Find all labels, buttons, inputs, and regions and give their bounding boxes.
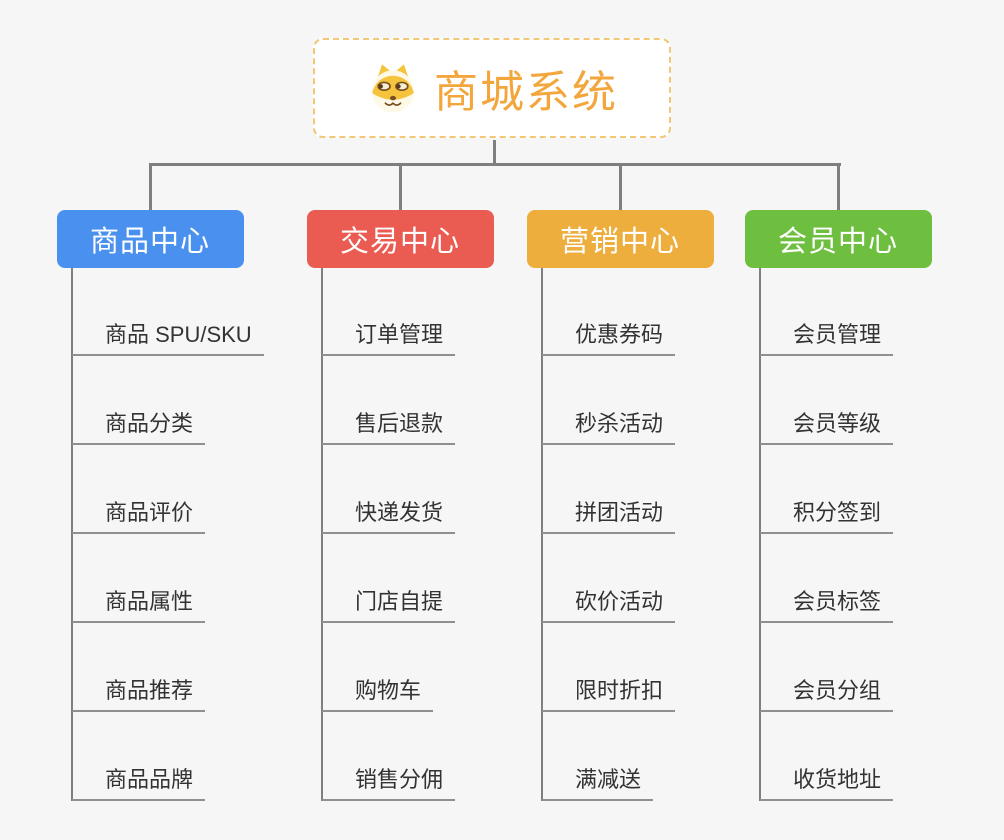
child-topic[interactable]: 商品属性 (72, 585, 206, 623)
child-topic[interactable]: 优惠券码 (542, 318, 676, 356)
connector-child-spine (321, 268, 323, 801)
child-topic[interactable]: 门店自提 (322, 585, 456, 623)
child-topic[interactable]: 会员等级 (760, 407, 894, 445)
root-topic-label: 商城系统 (434, 68, 618, 117)
dog-face-icon (366, 61, 420, 115)
connector-branch-drop (618, 163, 622, 210)
connector-branch-drop (836, 163, 840, 210)
branch-topic[interactable]: 交易中心 (306, 210, 494, 268)
connector-child-spine (71, 268, 73, 801)
child-topic[interactable]: 销售分佣 (322, 763, 456, 801)
child-topic[interactable]: 商品分类 (72, 407, 206, 445)
connector-root-drop (492, 140, 496, 166)
child-topic[interactable]: 会员分组 (760, 674, 894, 712)
child-topic[interactable]: 积分签到 (760, 496, 894, 534)
child-topic[interactable]: 售后退款 (322, 407, 456, 445)
branch-topic[interactable]: 会员中心 (744, 210, 932, 268)
connector-child-spine (541, 268, 543, 801)
child-topic[interactable]: 商品品牌 (72, 763, 206, 801)
child-topic[interactable]: 商品推荐 (72, 674, 206, 712)
branch-topic-label: 营销中心 (559, 226, 680, 258)
branch-topic-label: 会员中心 (777, 226, 898, 258)
child-topic[interactable]: 拼团活动 (542, 496, 676, 534)
child-topic[interactable]: 满减送 (542, 763, 654, 801)
connector-child-spine (759, 268, 761, 801)
child-topic[interactable]: 商品评价 (72, 496, 206, 534)
child-topic[interactable]: 快递发货 (322, 496, 456, 534)
connector-bus (150, 163, 841, 166)
branch-topic-label: 商品中心 (89, 226, 210, 258)
branch-topic[interactable]: 商品中心 (56, 210, 244, 268)
child-topic[interactable]: 订单管理 (322, 318, 456, 356)
root-topic[interactable]: 商城系统 (313, 38, 671, 138)
child-topic[interactable]: 限时折扣 (542, 674, 676, 712)
child-topic[interactable]: 秒杀活动 (542, 407, 676, 445)
branch-topic-label: 交易中心 (339, 226, 460, 258)
child-topic[interactable]: 会员管理 (760, 318, 894, 356)
child-topic[interactable]: 砍价活动 (542, 585, 676, 623)
child-topic[interactable]: 商品 SPU/SKU (72, 318, 264, 356)
child-topic[interactable]: 会员标签 (760, 585, 894, 623)
child-topic[interactable]: 收货地址 (760, 763, 894, 801)
child-topic[interactable]: 购物车 (322, 674, 434, 712)
branch-topic[interactable]: 营销中心 (526, 210, 714, 268)
connector-branch-drop (398, 163, 402, 210)
connector-branch-drop (148, 163, 152, 210)
